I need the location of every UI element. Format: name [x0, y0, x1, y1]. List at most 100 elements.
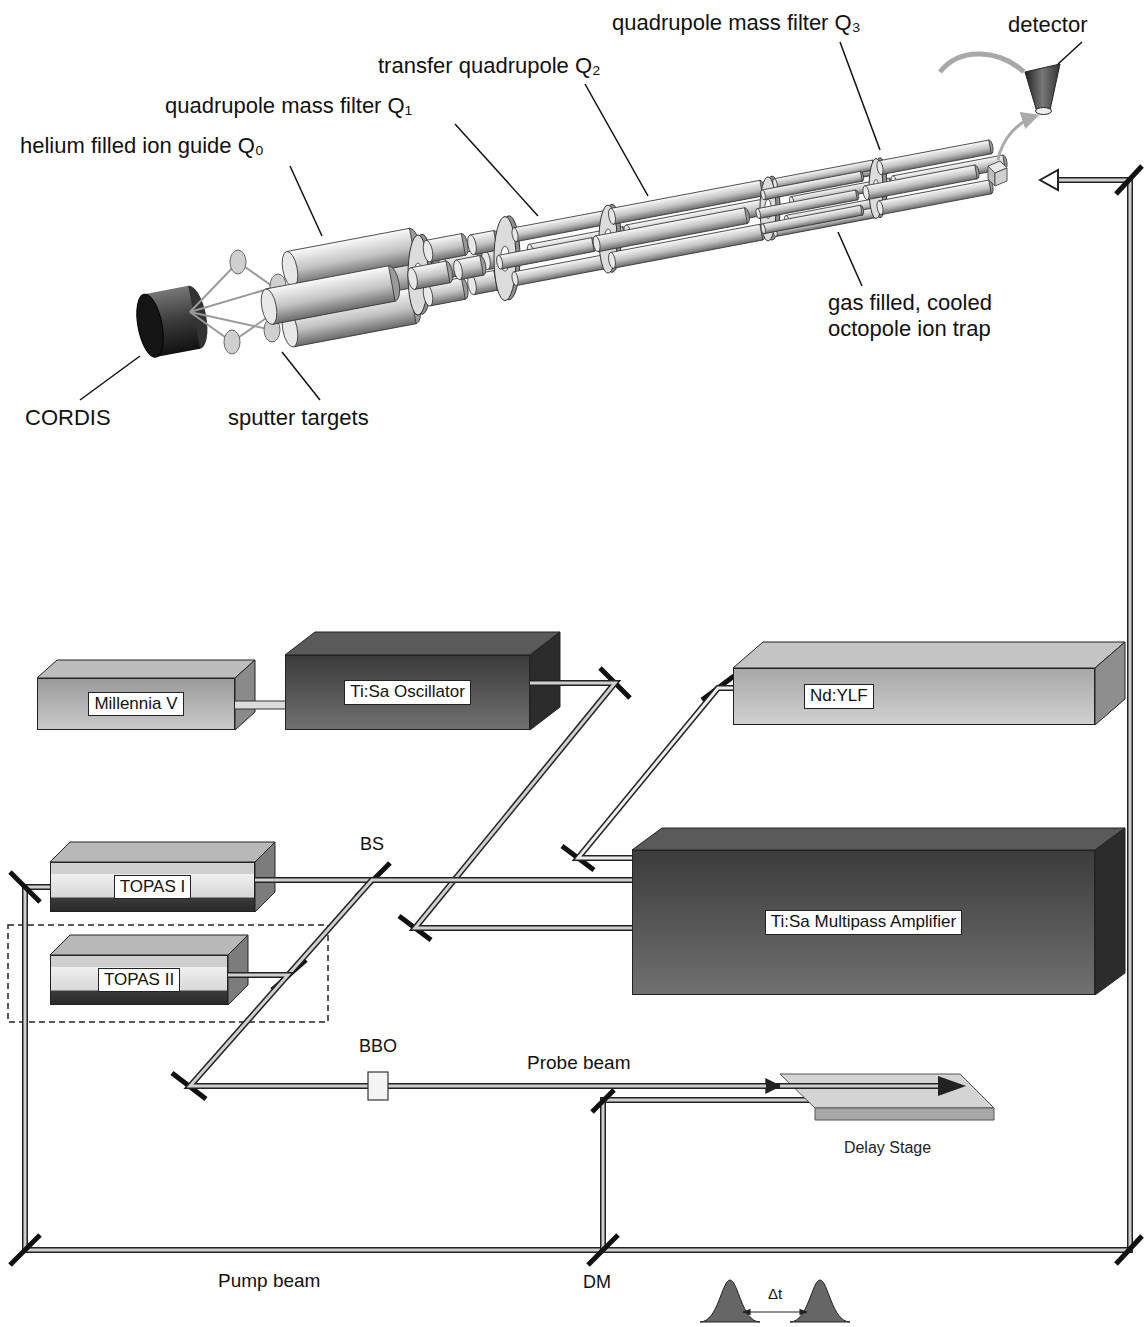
cordis-source — [132, 292, 167, 359]
electrode-rod — [862, 185, 870, 200]
leader-line — [290, 166, 322, 236]
electrode-rod — [511, 271, 519, 286]
leader-line — [282, 352, 320, 400]
beam-label: BBO — [359, 1036, 397, 1056]
leader-line — [80, 356, 140, 400]
label-holder: Δt — [745, 1285, 805, 1303]
label-holder: sputter targets — [228, 405, 369, 431]
electrode-rod — [452, 255, 487, 281]
retro-arrowhead — [938, 1076, 966, 1096]
box-top-face — [50, 842, 275, 862]
opa-box: TOPAS I — [50, 862, 255, 912]
label-holder: helium filled ion guide Q₀ — [20, 133, 264, 159]
electrode-rod — [422, 240, 435, 263]
electrode-rod — [755, 208, 761, 219]
dichroic-mirror — [588, 1235, 618, 1265]
ion-path-arrow — [998, 116, 1036, 160]
cordis-source — [132, 284, 212, 360]
beam-label: Probe beam — [527, 1052, 631, 1073]
beam-core — [228, 880, 632, 975]
electrode-rod — [496, 237, 597, 269]
electrode-rod — [876, 160, 884, 175]
electrode-rod — [466, 234, 478, 255]
box-label: Delay Stage — [839, 1137, 936, 1158]
part-label: gas filled, cooled octopole ion trap — [828, 290, 992, 341]
electrode-rod — [755, 190, 859, 219]
electrode-rod — [259, 288, 280, 326]
sputter-target — [224, 330, 240, 354]
beam-label: BS — [360, 834, 384, 854]
box-top-face — [37, 660, 255, 678]
part-label: sputter targets — [228, 405, 369, 430]
label-holder: Probe beam — [527, 1052, 631, 1075]
detector-cone — [1025, 64, 1060, 112]
label-holder: Pump beam — [218, 1270, 320, 1293]
laser-box: Ti:Sa Oscillator — [285, 655, 530, 730]
electrode-rod — [592, 207, 751, 252]
electrode-rod — [595, 208, 747, 252]
box-top-face — [50, 935, 248, 955]
electrode-rod — [607, 252, 616, 269]
electrode-rod — [607, 208, 616, 225]
electrode-rod — [452, 259, 464, 280]
combined-beam — [603, 180, 1130, 1250]
box-side-face — [1095, 642, 1125, 725]
beam-core — [578, 688, 733, 858]
mirror — [1116, 1236, 1142, 1264]
mirror — [592, 1090, 614, 1112]
electrode-rod — [511, 227, 519, 242]
laser-beam-connector — [578, 688, 733, 858]
beam-label: Δt — [768, 1285, 782, 1302]
electrode-rod — [259, 264, 403, 325]
amplifier-box: Ti:Sa Multipass Amplifier — [632, 850, 1095, 995]
combined-beam — [603, 180, 1130, 1250]
beam-outline — [235, 701, 285, 710]
laser-beam-connector — [235, 705, 285, 706]
label-holder: DM — [583, 1272, 611, 1294]
opa-box: TOPAS II — [50, 955, 228, 1005]
electrode-rod — [865, 165, 978, 200]
laser-box: Millennia V — [37, 678, 235, 730]
mirror — [10, 1235, 40, 1265]
electrode-rod — [422, 233, 470, 263]
stage-front — [815, 1108, 994, 1120]
box-label: TOPAS II — [98, 968, 180, 992]
stage-top — [780, 1074, 994, 1108]
pulse-shape — [790, 1280, 850, 1322]
label-holder: gas filled, cooled octopole ion trap — [828, 290, 1043, 343]
beam-outline — [228, 880, 632, 975]
part-label: CORDIS — [25, 405, 111, 430]
box-label: TOPAS I — [114, 875, 192, 899]
electrode-rod — [862, 165, 980, 201]
label-holder: detector — [1008, 12, 1088, 38]
part-label: transfer quadrupole Q₂ — [378, 53, 601, 78]
ion-trap-apparatus — [132, 140, 1008, 360]
pulse-shape — [700, 1280, 760, 1322]
box-label: Ti:Sa Oscillator — [344, 680, 471, 704]
leader-line — [840, 42, 880, 150]
dynode-cube — [995, 168, 1007, 186]
electrode-rod — [592, 235, 601, 252]
leader-line — [838, 232, 862, 286]
label-holder: BBO — [348, 1036, 408, 1058]
box-top-face — [285, 632, 560, 655]
electrode-rod — [876, 200, 884, 215]
beam-arrowhead — [1040, 170, 1058, 190]
detector-tube — [940, 54, 1024, 72]
label-holder: CORDIS — [25, 405, 111, 431]
electrode-rod — [760, 224, 766, 235]
probe-return-beam — [603, 1100, 815, 1250]
leader-line — [455, 124, 538, 216]
box-side-face — [228, 935, 248, 1005]
part-label: quadrupole mass filter Q₃ — [612, 10, 861, 35]
beam-outline — [578, 688, 733, 858]
mirror — [10, 872, 40, 902]
retro-beam — [780, 1085, 940, 1088]
beam-core — [235, 702, 285, 709]
leader-lines — [80, 42, 1082, 400]
dynode-cube — [988, 166, 995, 186]
